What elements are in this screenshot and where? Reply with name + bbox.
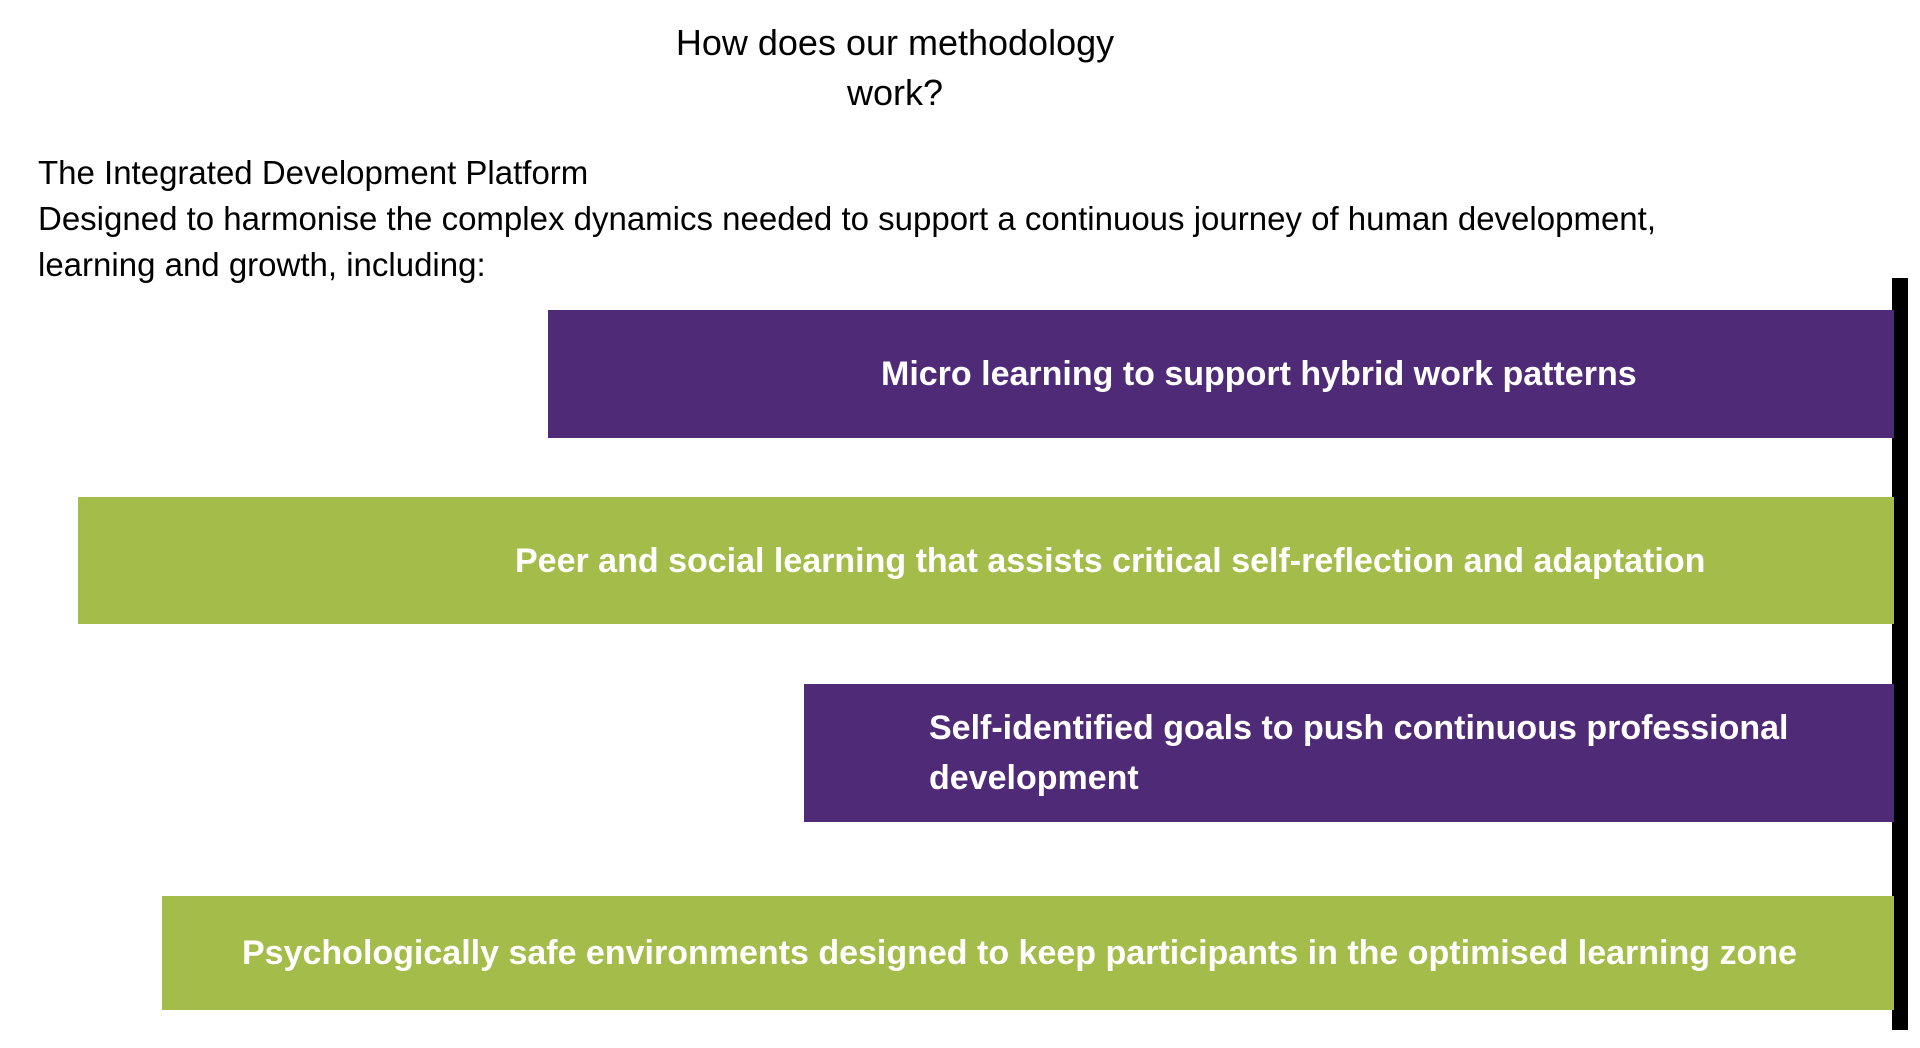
vertical-axis-line: [1892, 278, 1908, 1030]
page-title: How does our methodology work?: [675, 22, 1115, 113]
item-bar-safe-environments: Psychologically safe environments design…: [162, 896, 1894, 1010]
item-bar-peer-learning: Peer and social learning that assists cr…: [78, 497, 1894, 624]
item-bar-self-goals: Self-identified goals to push continuous…: [804, 684, 1894, 822]
item-bar-label: Self-identified goals to push continuous…: [929, 709, 1789, 797]
item-bar-micro-learning: Micro learning to support hybrid work pa…: [548, 310, 1894, 438]
item-bar-label: Micro learning to support hybrid work pa…: [881, 355, 1637, 393]
item-bar-label: Psychologically safe environments design…: [242, 934, 1797, 972]
intro-description: Designed to harmonise the complex dynami…: [38, 200, 1656, 283]
item-bar-label: Peer and social learning that assists cr…: [515, 541, 1706, 580]
intro-heading: The Integrated Development Platform: [38, 154, 589, 191]
intro-block: The Integrated Development Platform Desi…: [38, 150, 1798, 288]
